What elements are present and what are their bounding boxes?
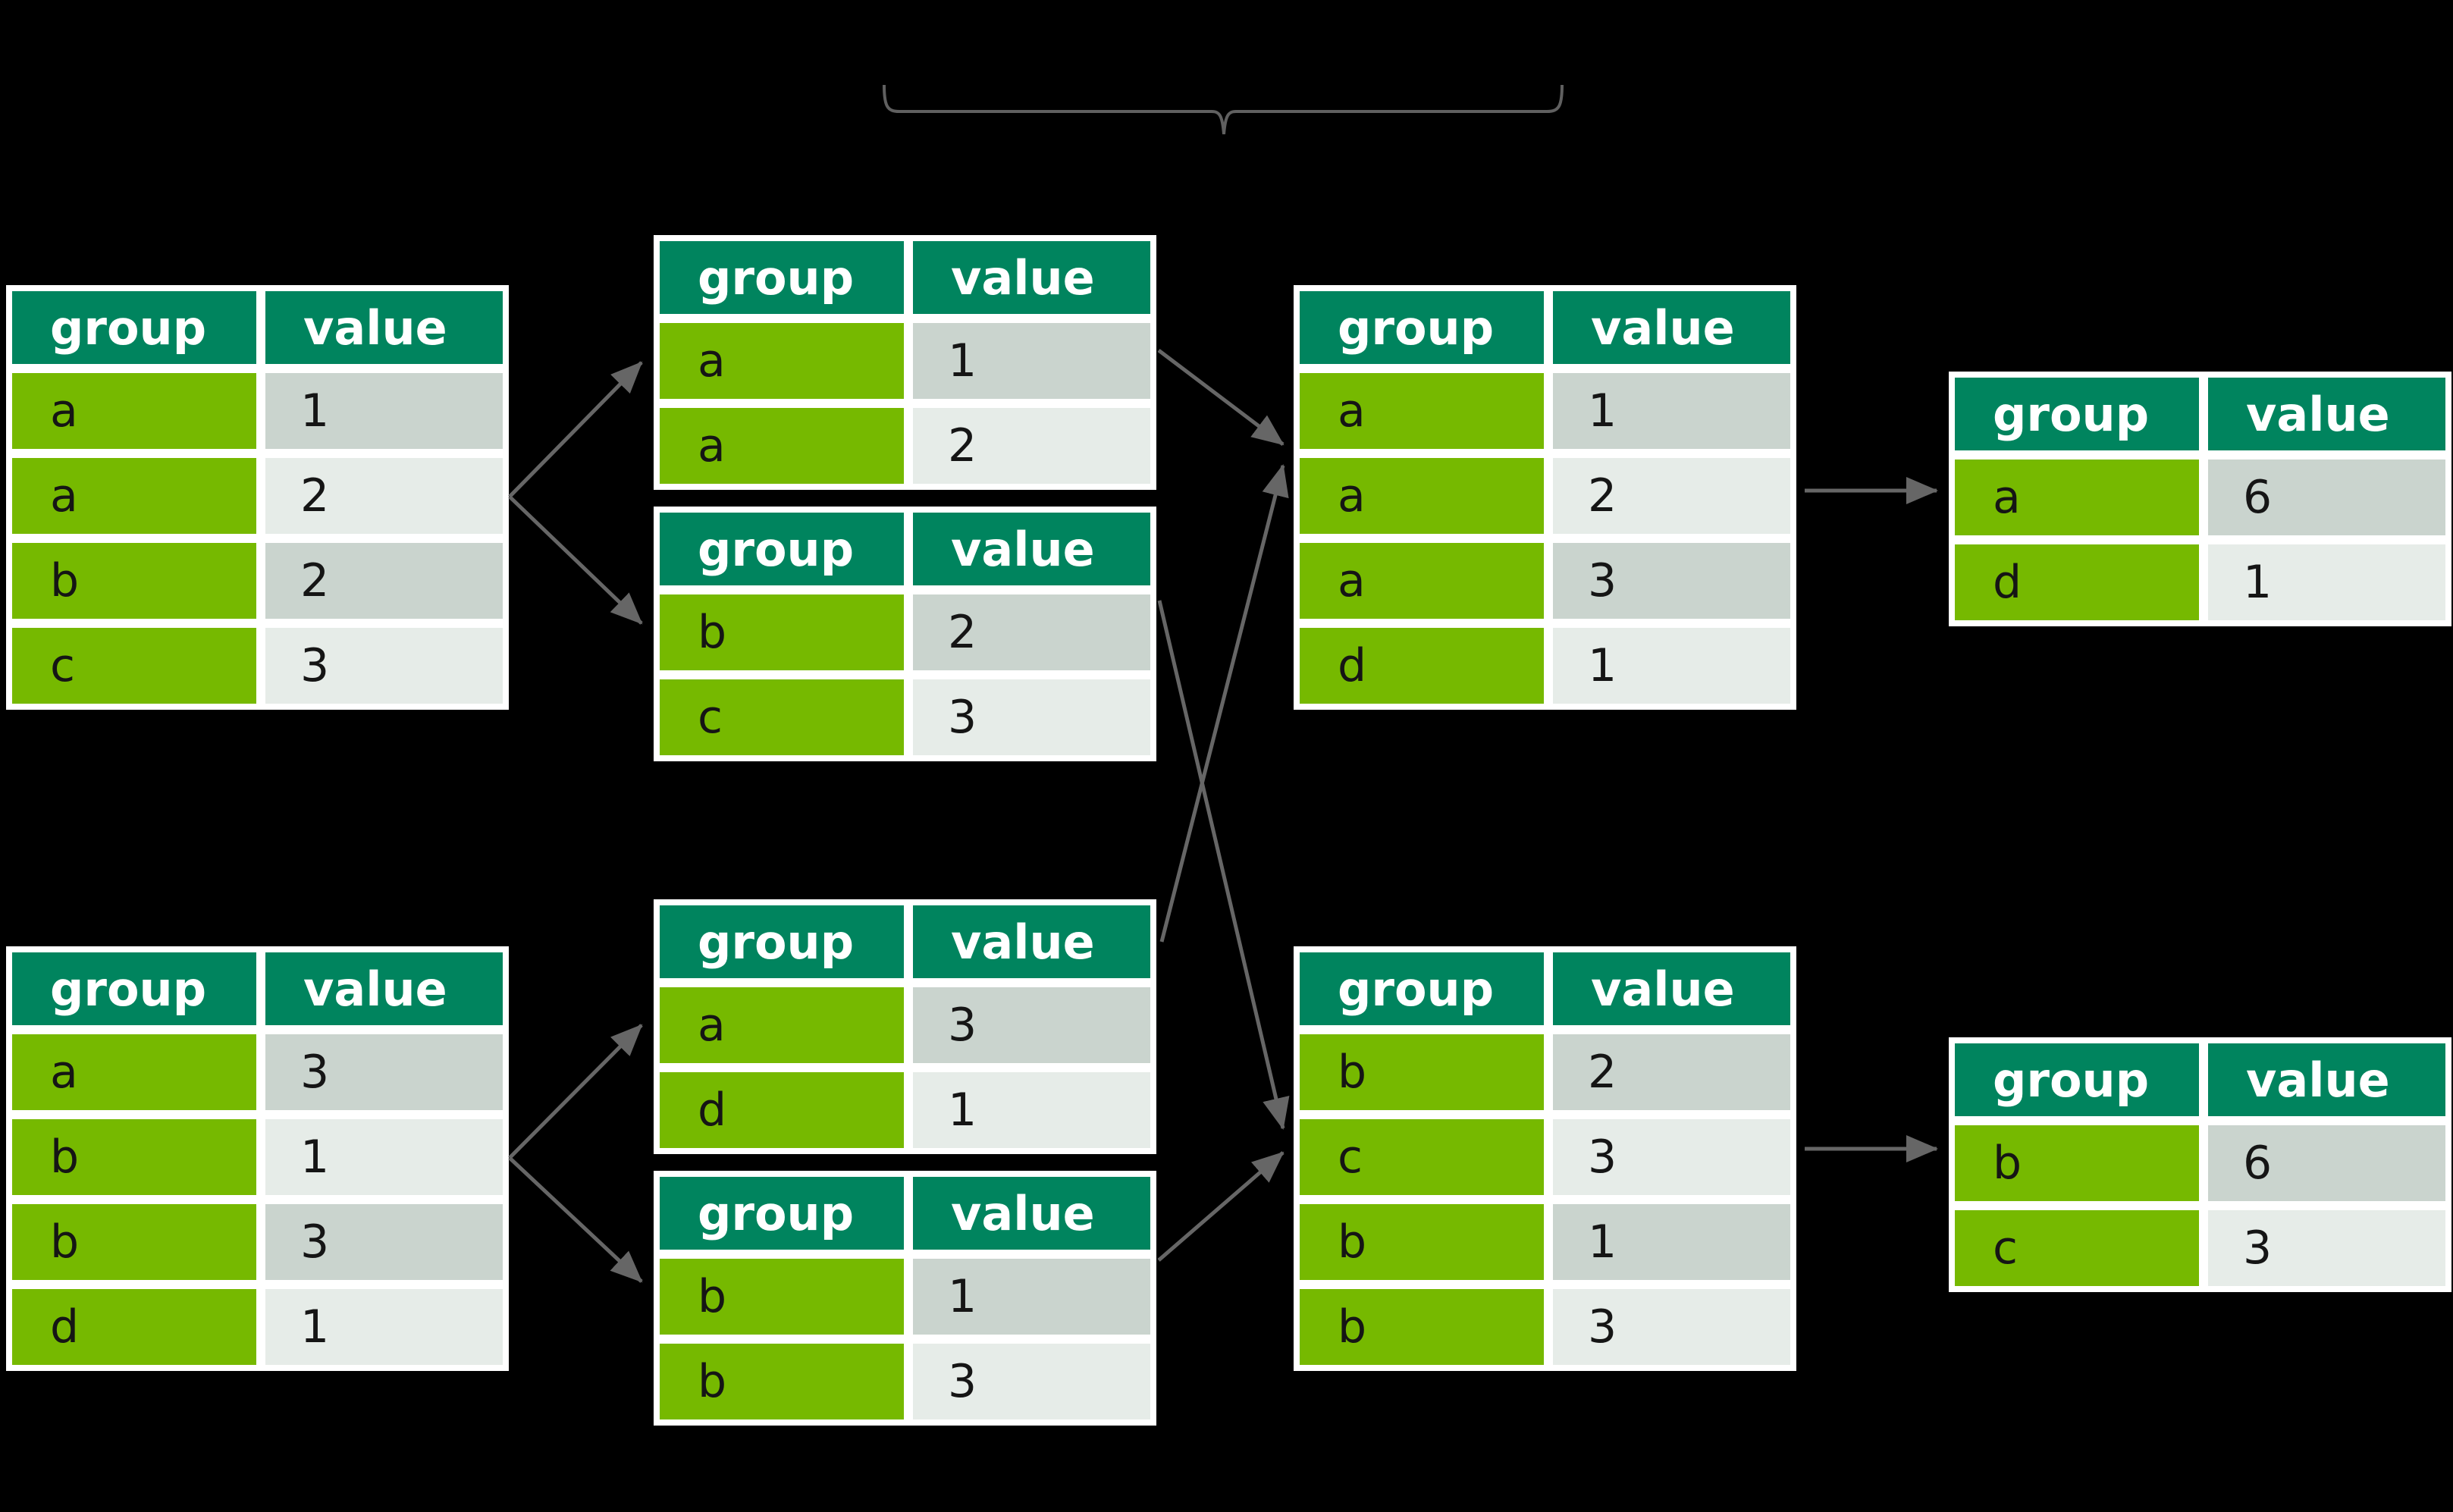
column-header-value: value (2208, 378, 2445, 450)
cell-value: 3 (1553, 1119, 1790, 1195)
cell-value: 6 (2208, 1125, 2445, 1201)
column-header-group: group (660, 513, 904, 585)
column-header-group: group (660, 905, 904, 978)
column-header-group: group (12, 291, 256, 364)
table-source-top: group value a 1 a 2 b 2 c 3 (6, 285, 509, 710)
cell-group: a (12, 1034, 256, 1110)
cell-value: 2 (913, 408, 1150, 484)
cell-value: 3 (265, 1204, 503, 1280)
cell-group: b (12, 1204, 256, 1280)
cell-group: c (1955, 1210, 2199, 1286)
cell-group: a (1300, 373, 1544, 449)
cell-value: 3 (1553, 543, 1790, 619)
column-header-value: value (265, 291, 503, 364)
table-split-bottom-2: group value b 1 b 3 (654, 1171, 1156, 1426)
arrow-source-bottom-to-split-bottom-1 (508, 1024, 643, 1159)
cell-group: b (660, 1344, 904, 1419)
table-result-bottom: group value b 6 c 3 (1949, 1037, 2451, 1292)
cell-group: a (1300, 458, 1544, 534)
cell-group: b (12, 543, 256, 619)
cell-value: 3 (913, 987, 1150, 1063)
cell-value: 3 (1553, 1289, 1790, 1365)
cell-value: 1 (913, 1072, 1150, 1148)
table-shuffled-bottom: group value b 2 c 3 b 1 b 3 (1294, 946, 1796, 1371)
table-split-top-1: group value a 1 a 2 (654, 235, 1156, 490)
cell-value: 1 (913, 1259, 1150, 1335)
cell-group: c (1300, 1119, 1544, 1195)
underbrace-icon (883, 84, 1564, 135)
table-shuffled-top: group value a 1 a 2 a 3 d 1 (1294, 285, 1796, 710)
table-split-bottom-1: group value a 3 d 1 (654, 899, 1156, 1154)
cell-group: a (12, 458, 256, 534)
cell-group: b (660, 594, 904, 670)
cell-value: 1 (265, 1289, 503, 1365)
cell-value: 1 (2208, 544, 2445, 620)
column-header-value: value (913, 1177, 1150, 1250)
cell-group: b (1300, 1034, 1544, 1110)
cell-group: b (1955, 1125, 2199, 1201)
cell-group: b (1300, 1289, 1544, 1365)
column-header-value: value (913, 513, 1150, 585)
cell-group: c (660, 679, 904, 755)
table-split-top-2: group value b 2 c 3 (654, 507, 1156, 761)
cell-value: 3 (2208, 1210, 2445, 1286)
cell-value: 3 (913, 679, 1150, 755)
cell-value: 1 (1553, 628, 1790, 704)
cell-group: d (660, 1072, 904, 1148)
column-header-group: group (1955, 1043, 2199, 1116)
column-header-value: value (1553, 952, 1790, 1025)
cell-value: 1 (1553, 373, 1790, 449)
cell-value: 1 (265, 373, 503, 449)
cell-value: 2 (1553, 1034, 1790, 1110)
cell-group: a (660, 408, 904, 484)
cell-group: d (1300, 628, 1544, 704)
cell-group: a (660, 323, 904, 399)
column-header-group: group (660, 1177, 904, 1250)
column-header-value: value (1553, 291, 1790, 364)
column-header-value: value (913, 241, 1150, 314)
cell-group: b (12, 1119, 256, 1195)
arrow-source-bottom-to-split-bottom-2 (508, 1156, 643, 1283)
arrow-split-bottom-2-to-shuffled-bottom (1157, 1151, 1285, 1262)
column-header-group: group (12, 952, 256, 1025)
column-header-group: group (1300, 291, 1544, 364)
cell-value: 3 (265, 628, 503, 704)
arrow-source-top-to-split-top-2 (508, 495, 643, 625)
arrow-split-bottom-1-to-shuffled-top (1159, 464, 1289, 943)
table-result-top: group value a 6 d 1 (1949, 372, 2451, 626)
cell-group: c (12, 628, 256, 704)
cell-group: d (1955, 544, 2199, 620)
cell-value: 1 (265, 1119, 503, 1195)
column-header-group: group (660, 241, 904, 314)
cell-value: 2 (265, 543, 503, 619)
arrow-source-top-to-split-top-1 (508, 361, 643, 498)
column-header-value: value (265, 952, 503, 1025)
cell-value: 2 (1553, 458, 1790, 534)
cell-value: 1 (913, 323, 1150, 399)
cell-group: a (1300, 543, 1544, 619)
table-source-bottom: group value a 3 b 1 b 3 d 1 (6, 946, 509, 1371)
cell-value: 2 (265, 458, 503, 534)
column-header-group: group (1300, 952, 1544, 1025)
column-header-group: group (1955, 378, 2199, 450)
cell-value: 6 (2208, 460, 2445, 535)
cell-value: 3 (913, 1344, 1150, 1419)
cell-group: d (12, 1289, 256, 1365)
column-header-value: value (2208, 1043, 2445, 1116)
cell-group: b (660, 1259, 904, 1335)
column-header-value: value (913, 905, 1150, 978)
arrow-split-top-1-to-shuffled-top (1157, 349, 1285, 446)
cell-group: a (1955, 460, 2199, 535)
cell-group: b (1300, 1204, 1544, 1280)
cell-value: 2 (913, 594, 1150, 670)
cell-group: a (660, 987, 904, 1063)
arrow-split-top-2-to-shuffled-bottom (1157, 600, 1290, 1130)
cell-group: a (12, 373, 256, 449)
cell-value: 1 (1553, 1204, 1790, 1280)
cell-value: 3 (265, 1034, 503, 1110)
